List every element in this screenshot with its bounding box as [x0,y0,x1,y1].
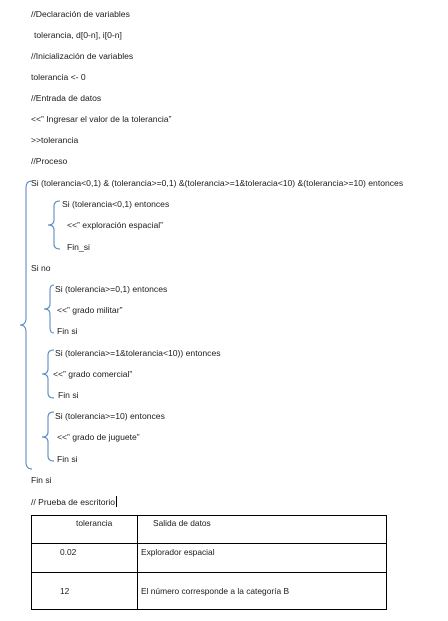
header-cell-salida: Salida de datos [137,515,387,544]
comment-prueba: // Prueba de escritorio [31,496,118,508]
end-if-main-line: Fin si [31,475,52,485]
prueba-escritorio-table: tolerancia Salida de datos 0.02 Explorad… [31,515,387,610]
output-1-line: <<” exploración espacial” [67,220,164,230]
main-condition-line: Si (tolerancia<0,1) & (tolerancia>=0,1) … [31,178,404,188]
output-2-line: <<” grado militar” [57,305,123,315]
end-if-3-line: Fin si [58,390,79,400]
cond-1-line: Si (tolerancia<0,1) entonces [62,199,170,209]
output-4-line: <<” grado de juguete” [57,432,140,442]
read-line: >>tolerancia [31,135,79,145]
text-cursor [116,496,118,507]
brace-3 [30,349,56,399]
end-if-2-line: Fin si [57,326,78,336]
header-cell-tolerancia: tolerancia [31,515,138,544]
comment-prueba-text: // Prueba de escritorio [31,497,116,507]
cond-3-line: Si (tolerancia>=1&tolerancia<10)) entonc… [55,348,221,358]
end-if-4-line: Fin si [57,454,78,464]
else-line: Si no [31,263,51,273]
output-3-line: <<” grado comercial” [53,369,133,379]
table-cell: Explorador espacial [137,543,387,573]
variables-line: tolerancia, d[0-n], i[0-n] [34,30,122,40]
init-line: tolerancia <- 0 [31,72,86,82]
comment-proceso: //Proceso [31,156,68,166]
brace-4 [30,411,56,463]
input-prompt-line: <<” Ingresar el valor de la tolerancia” [31,114,172,124]
cond-4-line: Si (tolerancia>=10) entonces [55,411,165,421]
comment-entrada: //Entrada de datos [31,93,102,103]
brace-2 [38,284,56,334]
comment-inicializacion: //Inicialización de variables [31,51,134,61]
table-cell: El número corresponde a la categoría B [137,572,387,610]
brace-1 [40,200,62,250]
comment-declaracion: //Declaración de variables [31,9,130,19]
table-row: 0.02 Explorador espacial [31,543,387,573]
end-if-1-line: Fin_si [67,242,90,252]
outer-brace [10,180,34,470]
cond-2-line: Si (tolerancia>=0,1) entonces [55,284,168,294]
table-cell: 0.02 [31,543,138,573]
table-header-row: tolerancia Salida de datos [31,515,387,544]
table-cell: 12 [31,572,138,610]
table-row: 12 El número corresponde a la categoría … [31,572,387,610]
